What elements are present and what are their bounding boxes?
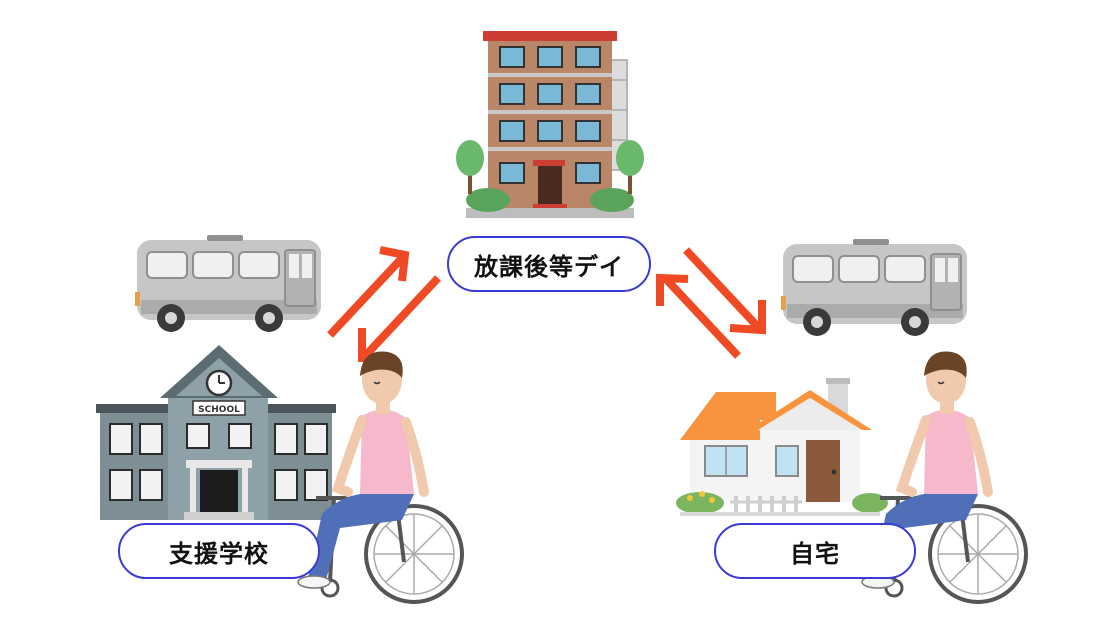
label-day-service: 放課後等デイ (447, 236, 651, 292)
apartment-building-icon (456, 31, 644, 218)
house-icon (676, 378, 888, 516)
label-home: 自宅 (714, 523, 916, 579)
double-arrow-dayservice-home-icon (656, 247, 766, 359)
bus-icon-left (134, 234, 322, 333)
bus-icon-right (780, 238, 968, 337)
school-building-icon: SCHOOL (96, 345, 336, 520)
double-arrow-school-dayservice-icon (327, 246, 441, 362)
label-school: 支援学校 (118, 523, 320, 579)
school-sign: SCHOOL (198, 405, 240, 415)
